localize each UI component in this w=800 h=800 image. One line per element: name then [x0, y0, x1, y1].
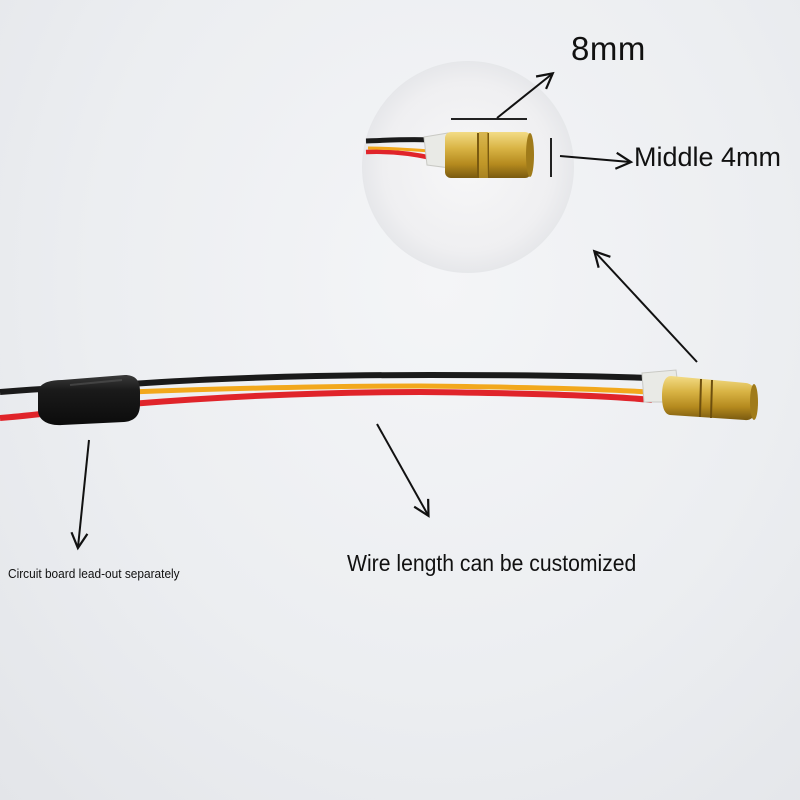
- arrow-middle: [559, 151, 634, 170]
- arrow-to-zoom: [592, 249, 698, 363]
- circuit-board-label: Circuit board lead-out separately: [8, 567, 180, 581]
- yellow-wire: [129, 383, 649, 395]
- magnified-view: [362, 61, 574, 273]
- middle-dimension-label: Middle 4mm: [634, 142, 782, 172]
- wire-length-label: Wire length can be customized: [347, 550, 637, 576]
- arrow-circuit-board: [70, 439, 90, 551]
- arrow-8mm: [496, 71, 555, 119]
- laser-module: [662, 376, 758, 421]
- zoom-black-wire: [365, 137, 431, 144]
- diameter-label: 8mm: [571, 30, 646, 67]
- arrow-wire-length: [376, 423, 430, 518]
- zoom-laser-module: [445, 132, 534, 178]
- heat-shrink-sleeve: [38, 375, 140, 426]
